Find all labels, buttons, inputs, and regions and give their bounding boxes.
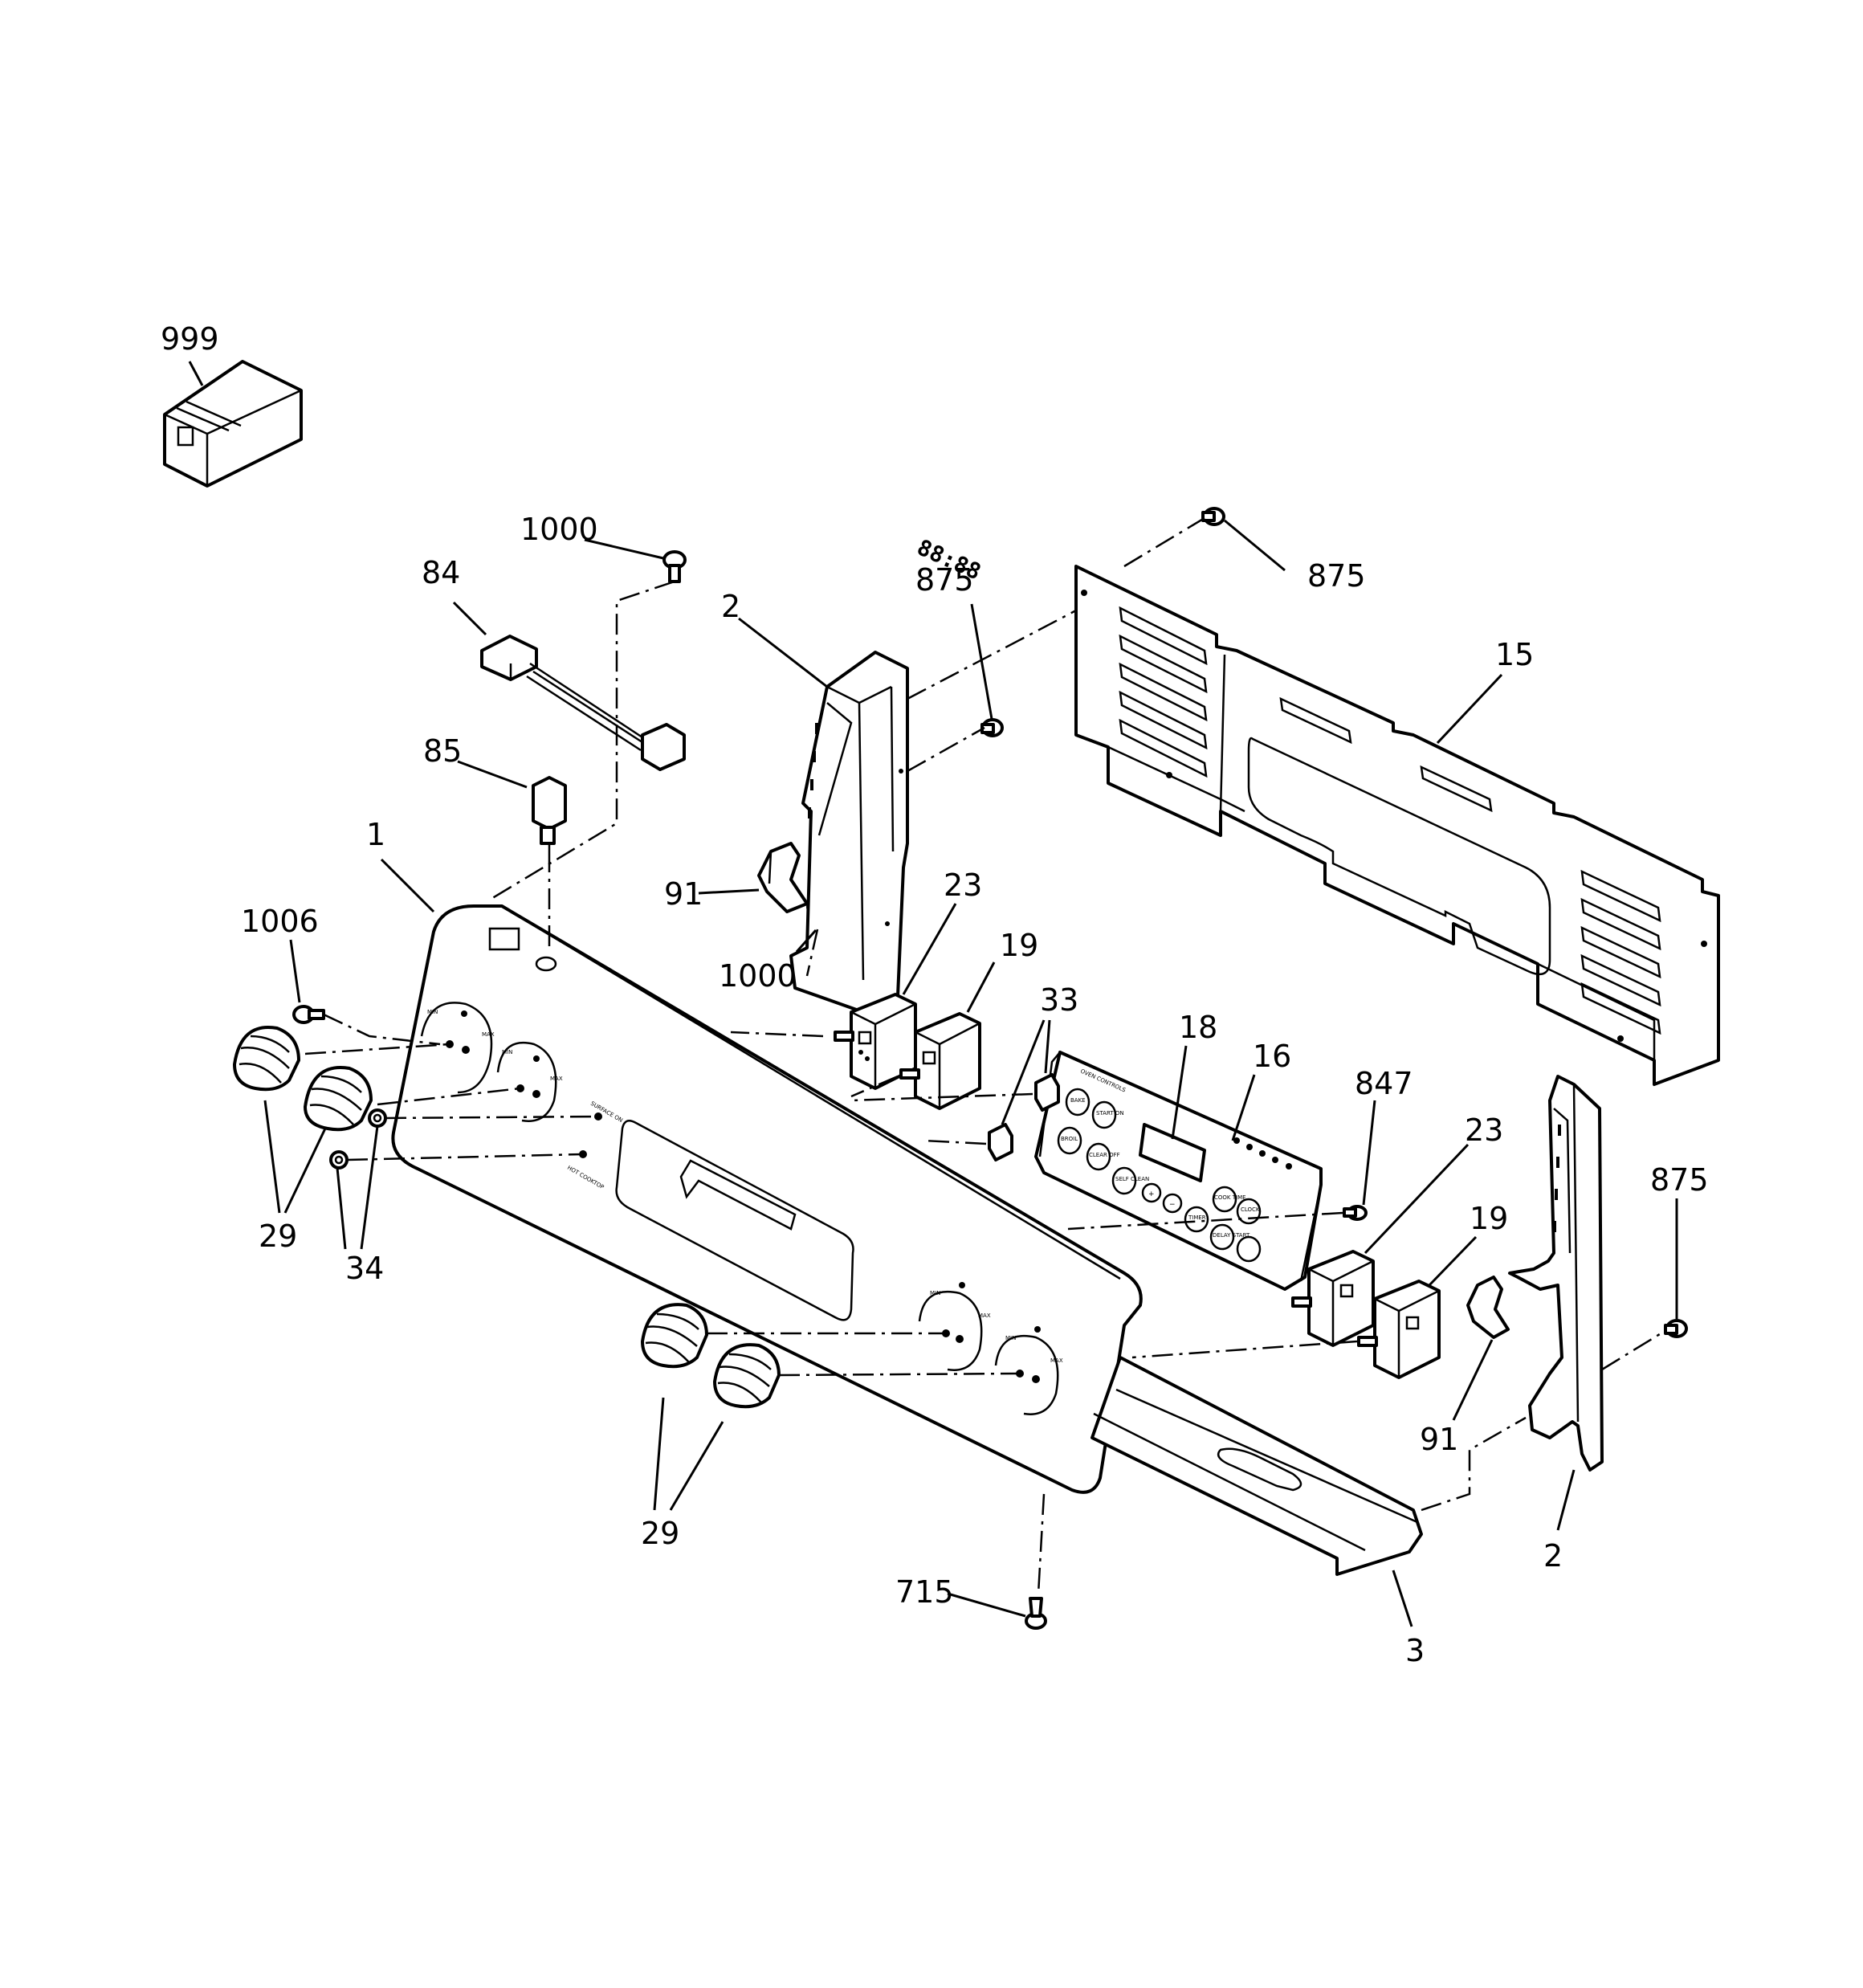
callout-29-bottom: 29: [641, 1516, 679, 1551]
back-panel-15: [1074, 565, 1720, 1086]
wire-harness-84: [480, 635, 686, 771]
callout-1000-top: 1000: [520, 512, 598, 547]
screw-1006: [292, 1005, 325, 1024]
callout-84: 84: [422, 555, 460, 590]
callout-23-left: 23: [944, 867, 982, 903]
dial-right-rear: MIN MAX: [994, 1326, 1063, 1415]
callout-999: 999: [161, 321, 219, 357]
callout-2-right: 2: [1543, 1538, 1563, 1574]
broil-key[interactable]: [1057, 1126, 1082, 1155]
indicator-light-85: [532, 776, 567, 851]
clip-91-left: [757, 842, 809, 913]
screw-1000-top: [662, 550, 687, 583]
vents-left: [1119, 606, 1208, 778]
callout-15: 15: [1495, 637, 1534, 672]
knob-29-a[interactable]: [233, 1026, 300, 1092]
dial-right-front: MIN MAX: [918, 1282, 991, 1371]
svg-text:CLEAR OFF: CLEAR OFF: [1089, 1152, 1120, 1158]
clip-91-right: [1466, 1276, 1510, 1339]
clear-off-key[interactable]: [1086, 1142, 1111, 1171]
callout-91-right: 91: [1420, 1422, 1458, 1457]
bake-key[interactable]: [1065, 1088, 1090, 1116]
vents-right: [1580, 869, 1661, 1035]
screw-875-b: [1201, 507, 1225, 526]
grommet-34-b: [329, 1150, 349, 1170]
callout-labels: 999 1000 84 85 1 1006 2 875 875 15 91 10…: [161, 321, 1709, 1668]
svg-text:MAX: MAX: [550, 1076, 563, 1082]
svg-text:MAX: MAX: [482, 1031, 495, 1038]
callout-847: 847: [1355, 1066, 1413, 1101]
svg-text:DELAY START: DELAY START: [1213, 1232, 1250, 1239]
knob-29-d[interactable]: [713, 1343, 781, 1409]
svg-text:BROIL: BROIL: [1061, 1136, 1078, 1142]
assembly-lines: [304, 516, 1667, 1595]
svg-text:CLOCK: CLOCK: [1241, 1206, 1260, 1213]
callout-1000-lower: 1000: [719, 958, 797, 994]
callout-3: 3: [1405, 1633, 1425, 1668]
callout-1006: 1006: [241, 904, 319, 939]
callout-2-left: 2: [721, 589, 740, 624]
svg-text:COOK TIME: COOK TIME: [1214, 1194, 1246, 1201]
callout-19-right: 19: [1470, 1201, 1508, 1236]
callout-875-c: 875: [1650, 1162, 1709, 1198]
clock-key[interactable]: [1236, 1198, 1262, 1225]
self-clean-key[interactable]: [1111, 1166, 1137, 1195]
callout-91-left: 91: [664, 876, 703, 912]
callout-16: 16: [1253, 1039, 1291, 1074]
knob-29-b[interactable]: [304, 1066, 373, 1132]
switch-19-right: [1357, 1280, 1441, 1379]
callout-29-left: 29: [259, 1219, 297, 1254]
cook-time-key[interactable]: [1212, 1186, 1237, 1213]
svg-text:MIN: MIN: [1005, 1335, 1016, 1341]
callout-1: 1: [366, 817, 385, 852]
callout-715: 715: [895, 1574, 954, 1610]
callout-33: 33: [1040, 982, 1078, 1018]
minus-key[interactable]: [1162, 1193, 1183, 1214]
svg-text:MIN: MIN: [427, 1009, 438, 1015]
screw-715: [1025, 1597, 1047, 1630]
svg-text:MAX: MAX: [978, 1312, 991, 1319]
clip-33-a: [1034, 1073, 1060, 1112]
svg-text:+: +: [1148, 1190, 1155, 1198]
control-panel-1: MIN MAX MIN MAX SURFACE ON HOT COOKTOP M…: [391, 904, 1143, 1494]
svg-text:TIMER: TIMER: [1188, 1214, 1206, 1221]
svg-text:MAX: MAX: [1050, 1357, 1063, 1364]
screw-875-a: [980, 718, 1004, 737]
switch-23-right: [1291, 1250, 1375, 1347]
plus-key[interactable]: [1141, 1182, 1162, 1203]
clip-33-b: [988, 1123, 1013, 1161]
svg-text:SELF CLEAN: SELF CLEAN: [1115, 1176, 1149, 1182]
end-bracket-2-left: [789, 651, 909, 1014]
trim-strip-3: [1090, 1356, 1423, 1576]
screw-847: [1343, 1205, 1368, 1221]
end-bracket-2-right: [1508, 1075, 1604, 1472]
delay-start-key[interactable]: [1209, 1223, 1235, 1251]
grommet-34-a: [368, 1108, 387, 1128]
start-key[interactable]: [1091, 1100, 1117, 1129]
callout-19-left: 19: [1000, 928, 1038, 963]
callout-34: 34: [345, 1251, 384, 1286]
screw-875-c: [1664, 1319, 1688, 1338]
start-key-2[interactable]: [1236, 1235, 1262, 1263]
svg-text:START ON: START ON: [1096, 1110, 1124, 1116]
callout-18: 18: [1179, 1010, 1217, 1045]
knob-29-c[interactable]: [641, 1303, 708, 1369]
callout-875-a: 875: [915, 562, 974, 598]
svg-text:−: −: [1169, 1201, 1176, 1209]
svg-text:MIN: MIN: [502, 1049, 512, 1055]
leader-lines: [188, 361, 1678, 1627]
callout-23-right: 23: [1465, 1112, 1503, 1148]
svg-text:BAKE: BAKE: [1070, 1097, 1086, 1104]
svg-text:MIN: MIN: [930, 1290, 940, 1296]
timer-key[interactable]: [1184, 1206, 1209, 1233]
parts-box-999: [163, 360, 303, 488]
dial-left-front: MIN MAX: [420, 1002, 495, 1094]
callout-875-b: 875: [1307, 558, 1366, 594]
callout-85: 85: [423, 733, 462, 769]
